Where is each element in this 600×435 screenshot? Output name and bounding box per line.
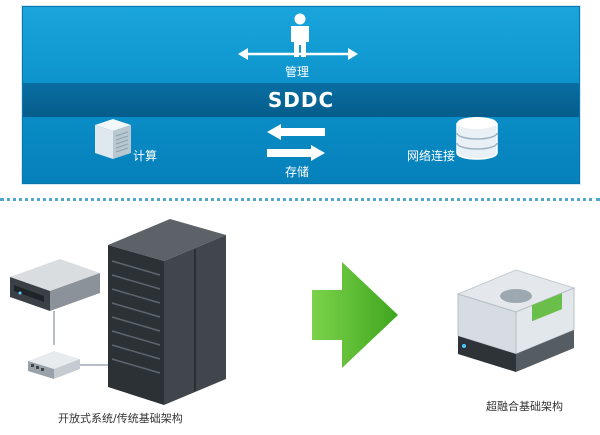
- double-arrow-icon: [238, 48, 358, 60]
- dotted-divider: [0, 198, 600, 201]
- band-title: SDDC: [267, 88, 335, 112]
- traditional-caption: 开放式系统/传统基础架构: [58, 412, 183, 425]
- network-switch-icon: [28, 351, 80, 379]
- server-box-icon: [95, 119, 131, 159]
- sddc-band: SDDC: [23, 83, 579, 117]
- right-arrow-icon: [267, 145, 325, 161]
- management-label: 管理: [285, 65, 310, 79]
- storage-label: 存储: [285, 165, 310, 179]
- person-icon: [291, 13, 309, 57]
- rack-server-icon: [10, 259, 100, 311]
- traditional-servers-illustration: [10, 219, 226, 405]
- hyperconverged-appliance-illustration: [456, 269, 576, 372]
- left-arrow-icon: [267, 124, 325, 140]
- database-icon: [456, 117, 498, 160]
- compute-label: 计算: [133, 149, 158, 163]
- network-label: 网络连接: [407, 149, 456, 163]
- server-cabinet-icon: [108, 219, 226, 405]
- sddc-panel: 管理 SDDC 计算 存储 网络连接: [22, 6, 580, 184]
- hyperconverged-caption: 超融合基础架构: [486, 400, 563, 413]
- transition-arrow-icon: [312, 262, 398, 368]
